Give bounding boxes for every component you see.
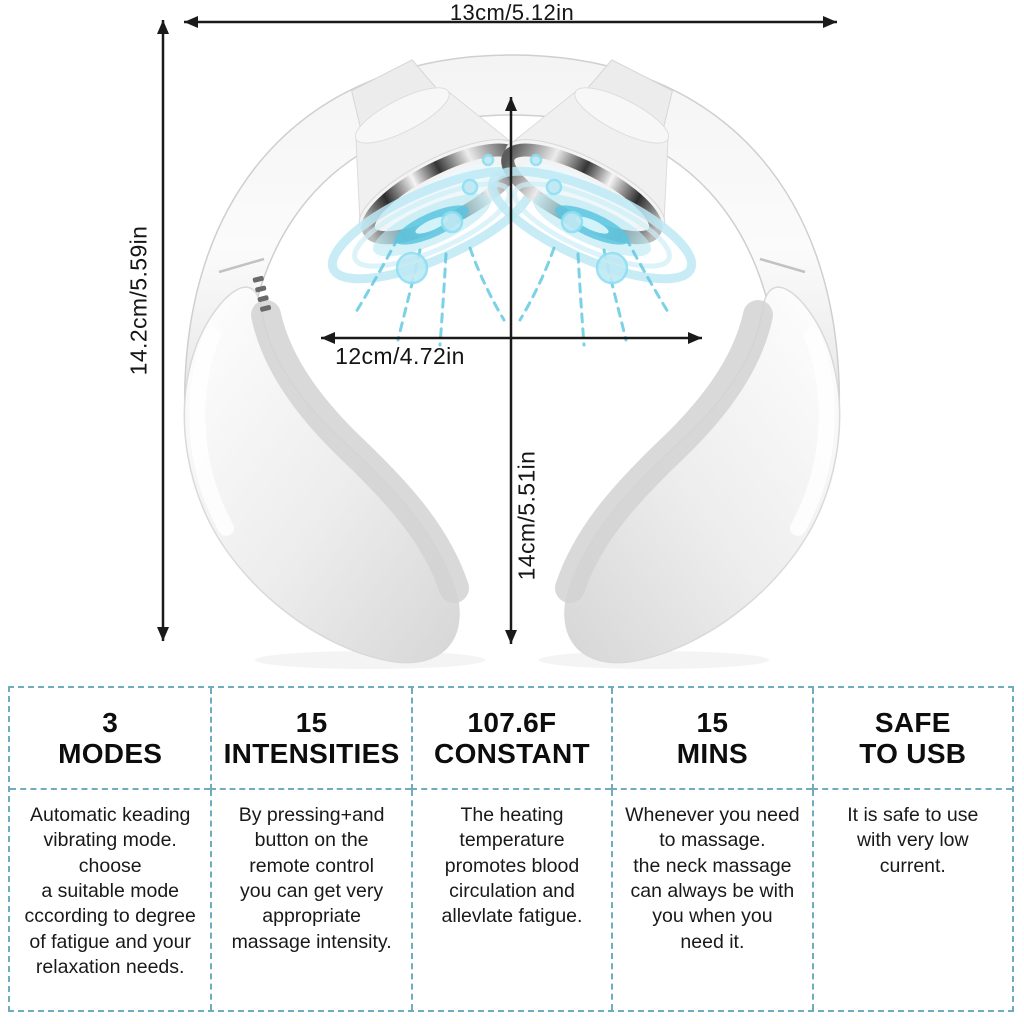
feature-title-mins: 15 MINS (611, 688, 812, 790)
feature-body-constant-heat: The heating temperature promotes blood c… (410, 790, 611, 1010)
feature-body-safe-usb: It is safe to use with very low current. (811, 790, 1012, 1010)
neck-massager-graphic (157, 16, 1024, 672)
control-buttons (252, 275, 272, 312)
feature-title-constant-heat: 107.6F CONSTANT (410, 688, 612, 790)
massager-left-half (183, 59, 537, 669)
pulse-dots (395, 153, 495, 285)
feature-title-safe-usb: SAFE TO USB (811, 688, 1012, 790)
feature-body-mins: Whenever you need to massage. the neck m… (611, 790, 811, 1010)
dimension-label-top-width: 13cm/5.12in (449, 0, 575, 25)
feature-table: 3 MODES 15 INTENSITIES 107.6F CONSTANT 1… (8, 686, 1014, 1012)
feature-title-intensities: 15 INTENSITIES (210, 688, 411, 790)
arm-pad-highlight (189, 327, 234, 536)
product-illustration: 13cm/5.12in 14.2cm/5.59in 12cm/4.72in 14… (125, 0, 1024, 672)
dimension-label-inner-height: 14cm/5.51in (513, 450, 540, 581)
massage-head (350, 59, 523, 245)
dimension-lines (161, 20, 837, 644)
arm-pad-inner-shade (251, 300, 469, 603)
feature-body-intensities: By pressing+and button on the remote con… (210, 790, 410, 1010)
feature-title-modes: 3 MODES (10, 688, 211, 790)
feature-body-modes: Automatic keading vibrating mode. choose… (24, 804, 196, 979)
dimension-label-inner-width: 12cm/4.72in (335, 343, 465, 369)
dimension-arrowheads (157, 16, 837, 644)
band-seam (218, 257, 265, 274)
dimension-label-left-height: 14.2cm/5.59in (125, 225, 152, 376)
